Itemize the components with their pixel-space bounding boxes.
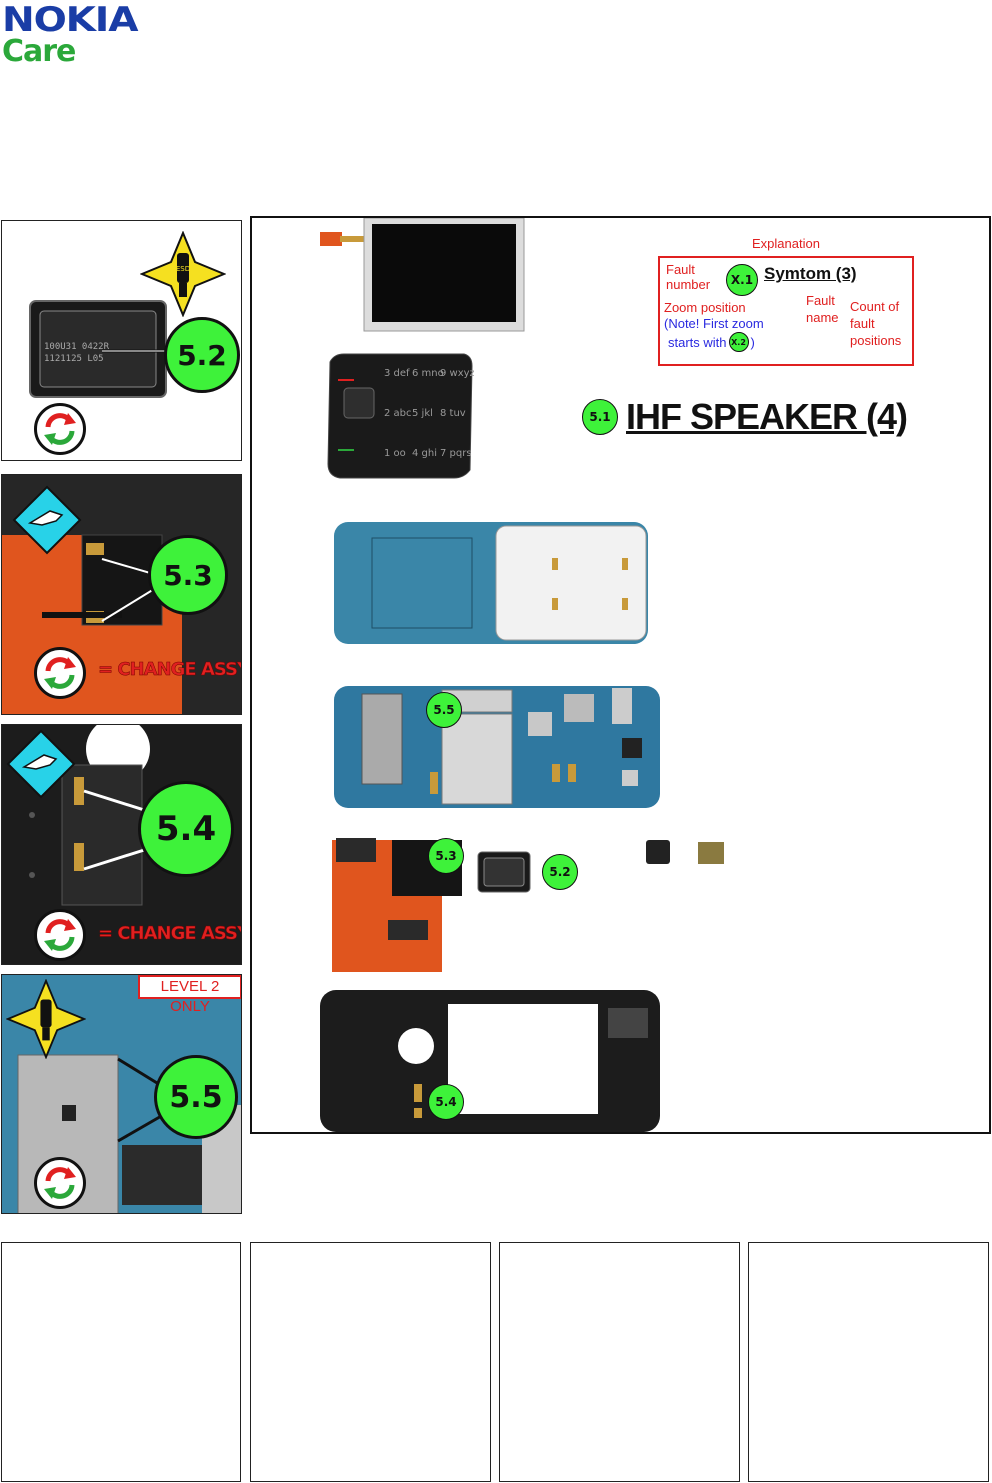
callout-5-4: 5.4 [138,781,234,877]
svg-text:5 jkl: 5 jkl [412,408,433,419]
svg-text:7 pqrs: 7 pqrs [440,448,472,459]
callout-5-2-main: 5.2 [542,854,578,890]
zoom-panel-5-5: LEVEL 2 ONLY 5.5 [1,974,242,1214]
pcb-front-photo [334,686,660,808]
callout-5-3-main: 5.3 [428,838,464,874]
note-close: ) [750,334,755,350]
note-starts-with: starts with [668,334,727,350]
svg-text:2 abc: 2 abc [384,408,412,419]
replace-part-icon [34,1157,86,1209]
care-logo: Care [2,34,76,69]
callout-5-4-main: 5.4 [428,1084,464,1120]
explanation-legend: Explanation Fault number X.1 Symtom (3) … [658,236,918,366]
svg-text:6 mno: 6 mno [412,368,444,379]
speaker-photo: 100U31 0422R 1121125 L05 [29,300,167,398]
svg-text:4 ghi: 4 ghi [412,448,437,459]
replace-part-icon [34,647,86,699]
flex-speaker-photo [332,838,724,972]
explanation-title: Explanation [752,236,820,251]
svg-text:100U31 0422R: 100U31 0422R [44,342,110,352]
esd-label: ESD [176,265,190,273]
callout-5-2: 5.2 [164,317,240,393]
lcd-display-photo [320,218,525,332]
svg-text:3 def: 3 def [384,368,410,379]
heading-circle: 5.1 [582,399,618,435]
zoom-panel-5-3: 5.3 = CHANGE ASSY [1,474,242,715]
tool-warning-icon [12,485,82,555]
svg-text:9 wxyz: 9 wxyz [440,368,474,379]
zoom-panel-5-2: ESD 100U31 0422R 1121125 L05 5.2 [1,220,242,461]
fault-number-label: Fault number [666,262,711,292]
replace-part-icon [34,403,86,455]
zoom-position-label: Zoom position [664,300,746,315]
esd-warning-icon [6,979,86,1059]
nokia-logo: NOKIA [2,0,138,40]
fault-number-circle: X.1 [726,264,758,296]
svg-text:8 tuv: 8 tuv [440,408,466,419]
note-line-2: starts with X.2 ) [668,332,755,352]
note-line-1: (Note! First zoom [664,316,764,331]
replace-part-icon [34,909,86,961]
zoom-panel-5-4: 5.4 = CHANGE ASSY [1,724,242,965]
note-box-1 [1,1242,241,1482]
note-box-2 [250,1242,491,1482]
pcb-back-photo [334,522,648,644]
change-assy-label: = CHANGE ASSY [98,923,242,945]
fault-name-label: Fault name [806,293,839,325]
note-box-4 [748,1242,989,1482]
cover-frame-photo [320,990,660,1132]
note-box-3 [499,1242,740,1482]
tool-warning-icon [6,729,76,799]
callout-5-3: 5.3 [148,535,228,615]
change-assy-label: = CHANGE ASSY [98,659,242,681]
symptom-label: Symtom (3) [764,264,857,283]
section-heading: 5.1 IHF SPEAKER (4) [582,396,908,438]
svg-text:1 oo: 1 oo [384,448,406,459]
esd-warning-icon: ESD [140,231,226,317]
svg-text:1121125 L05: 1121125 L05 [44,354,104,364]
callout-5-5: 5.5 [154,1055,238,1139]
callout-5-5-main: 5.5 [426,692,462,728]
count-label: Count of fault positions [850,299,902,348]
level-2-only-badge: LEVEL 2 ONLY [138,975,241,1015]
explanation-box: Fault number X.1 Symtom (3) Zoom positio… [658,256,914,366]
heading-title: IHF SPEAKER (4) [626,396,908,437]
note-circle: X.2 [728,332,749,352]
